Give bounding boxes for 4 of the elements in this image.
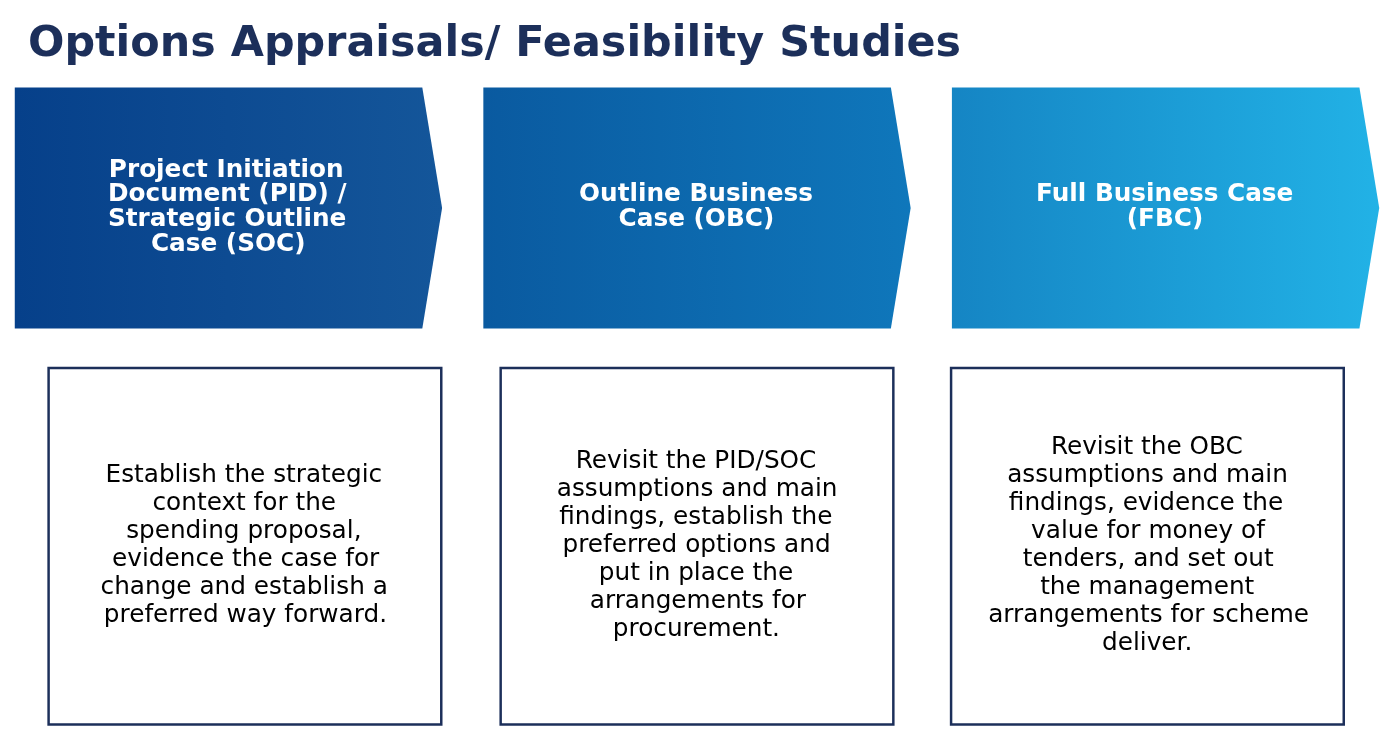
node-box: Revisit the OBC assumptions and main findings, evidence the value for money of tenders, and set out the management arrangements for scheme deliver. — [949, 366, 1345, 726]
diagram-title: Options Appraisals/ Feasibility Studies — [27, 15, 962, 66]
node-box: Establish the strategic context for the spending proposal, evidence the case for change and establish a preferred way forward. — [47, 366, 443, 726]
node-box: Revisit the PID/SOC assumptions and main findings, establish the preferred options and put in place the arrangements for procurement. — [499, 366, 895, 726]
